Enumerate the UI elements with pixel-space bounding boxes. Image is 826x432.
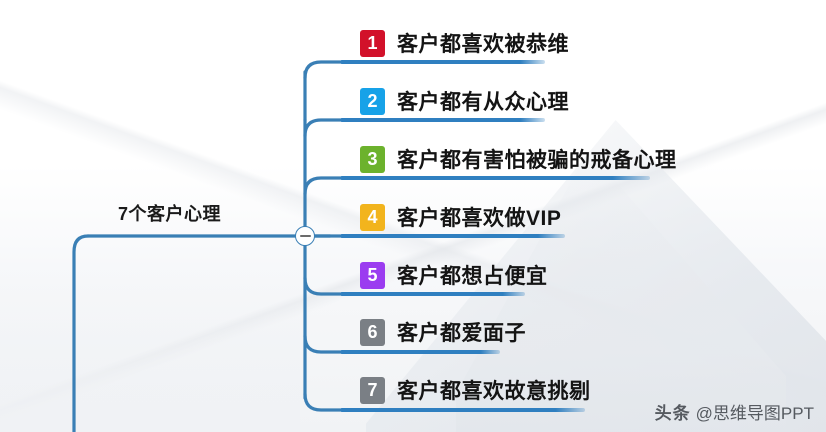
topic-label: 客户都爱面子: [397, 322, 526, 345]
topic-underline: [340, 408, 585, 412]
root-node-label[interactable]: 7个客户心理: [118, 204, 222, 224]
topic-underline: [340, 118, 545, 122]
topic-number-badge: 5: [360, 261, 385, 289]
topic-row[interactable]: 1 客户都喜欢被恭维: [360, 22, 569, 64]
minus-circle-icon: [300, 235, 311, 238]
topic-row[interactable]: 2 客户都有从众心理: [360, 80, 569, 122]
topic-number-badge: 4: [360, 203, 385, 231]
topic-row[interactable]: 5 客户都想占便宜: [360, 254, 548, 296]
topic-number-badge: 3: [360, 145, 385, 173]
watermark-handle: @思维导图PPT: [695, 404, 814, 423]
topic-number-badge: 2: [360, 87, 385, 115]
topic-row[interactable]: 4 客户都喜欢做VIP: [360, 196, 561, 238]
topic-underline: [340, 234, 565, 238]
topic-label: 客户都有从众心理: [397, 91, 569, 114]
topic-label: 客户都喜欢故意挑剔: [397, 380, 591, 403]
topic-row[interactable]: 3 客户都有害怕被骗的戒备心理: [360, 138, 677, 180]
topic-underline: [340, 60, 545, 64]
topic-number-badge: 6: [360, 318, 385, 346]
watermark: 头条 @思维导图PPT: [655, 399, 814, 424]
topic-label: 客户都喜欢做VIP: [397, 207, 562, 230]
topic-label: 客户都想占便宜: [397, 265, 548, 288]
topic-underline: [340, 350, 500, 354]
topic-number-badge: 7: [360, 376, 385, 404]
topic-row[interactable]: 7 客户都喜欢故意挑剔: [360, 369, 591, 411]
topic-underline: [340, 292, 525, 296]
topic-label: 客户都有害怕被骗的戒备心理: [397, 149, 677, 172]
watermark-logo: 头条: [654, 404, 691, 423]
topic-underline: [340, 176, 650, 180]
topic-number-badge: 1: [360, 29, 385, 57]
topic-label: 客户都喜欢被恭维: [397, 33, 569, 56]
topic-row[interactable]: 6 客户都爱面子: [360, 311, 526, 353]
collapse-toggle-button[interactable]: [295, 226, 315, 246]
